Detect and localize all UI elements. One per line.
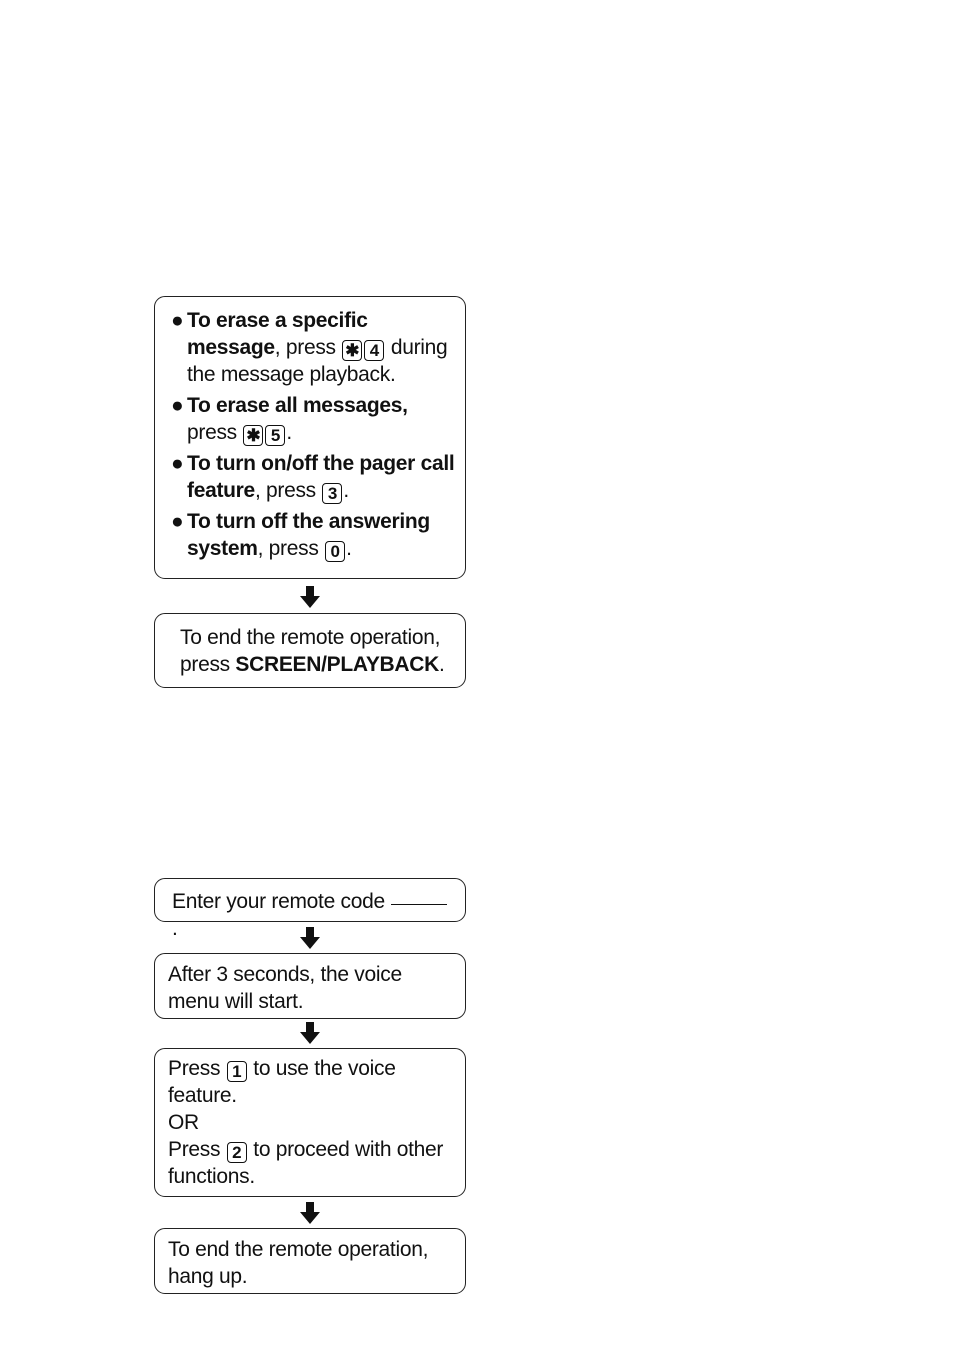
or-text: OR — [168, 1111, 199, 1134]
option-title: To erase a specific message — [187, 309, 368, 359]
voice-feature-box: Press 1 to use the voice feature. OR Pre… — [154, 1048, 466, 1197]
star-key-icon: ✱ — [243, 425, 264, 446]
press-text: Press — [168, 1138, 221, 1161]
bullet-icon: ● — [171, 510, 184, 533]
option-text: . — [286, 421, 292, 444]
option-text: , press — [257, 537, 319, 560]
option-pager-call: ● To turn on/off the pager call feature,… — [155, 450, 465, 504]
option-erase-all: ● To erase all messages, press ✱5. — [155, 392, 465, 446]
option-erase-specific: ● To erase a specific message, press ✱4 … — [155, 307, 465, 388]
hang-up-box: To end the remote operation, hang up. — [154, 1228, 466, 1294]
key-4-icon: 4 — [364, 340, 385, 361]
screen-playback-label: SCREEN/PLAYBACK — [235, 653, 439, 676]
bullet-icon: ● — [171, 452, 184, 475]
key-2-icon: 2 — [226, 1142, 247, 1163]
other-functions-text: to proceed with other functions. — [168, 1138, 444, 1188]
option-text: , press — [254, 479, 316, 502]
option-text: , press — [274, 336, 336, 359]
option-text: . — [346, 537, 352, 560]
remote-code-text: Enter your remote code — [172, 890, 385, 913]
arrow-down-icon — [300, 1022, 320, 1044]
key-5-icon: 5 — [265, 425, 286, 446]
voice-feature-text: to use the voice feature. — [168, 1057, 396, 1107]
remote-options-box: ● To erase a specific message, press ✱4 … — [154, 296, 466, 579]
remote-code-period: . — [172, 917, 178, 940]
option-text: during the message playback. — [187, 336, 448, 386]
arrow-down-icon — [300, 586, 320, 608]
bullet-icon: ● — [171, 309, 184, 332]
option-answering-off: ● To turn off the answering system, pres… — [155, 508, 465, 562]
arrow-down-icon — [300, 1202, 320, 1224]
remote-code-box: Enter your remote code. — [154, 878, 466, 940]
voice-feature-line: Press 1 to use the voice feature. — [168, 1055, 453, 1109]
remote-code-blank — [390, 904, 447, 905]
option-title: To turn off the answering system — [187, 510, 430, 560]
key-3-icon: 3 — [322, 483, 343, 504]
option-text: press — [187, 421, 237, 444]
voice-menu-box: After 3 seconds, the voice menu will sta… — [154, 953, 466, 1019]
end-remote-box: To end the remote operation, press SCREE… — [154, 613, 466, 688]
option-title: To turn on/off the pager call feature — [187, 452, 455, 502]
bullet-icon: ● — [171, 394, 184, 417]
other-functions-line: Press 2 to proceed with other functions. — [168, 1136, 453, 1190]
key-0-icon: 0 — [325, 541, 346, 562]
voice-menu-text: After 3 seconds, the voice menu will sta… — [168, 963, 402, 1013]
star-key-icon: ✱ — [342, 340, 363, 361]
end-text: To end the remote operation, press — [180, 626, 441, 676]
option-text: . — [343, 479, 349, 502]
arrow-down-icon — [300, 927, 320, 949]
hang-up-text: To end the remote operation, hang up. — [168, 1238, 429, 1288]
press-text: Press — [168, 1057, 221, 1080]
option-title: To erase all messages, — [187, 394, 408, 417]
end-period: . — [439, 653, 445, 676]
key-1-icon: 1 — [226, 1061, 247, 1082]
